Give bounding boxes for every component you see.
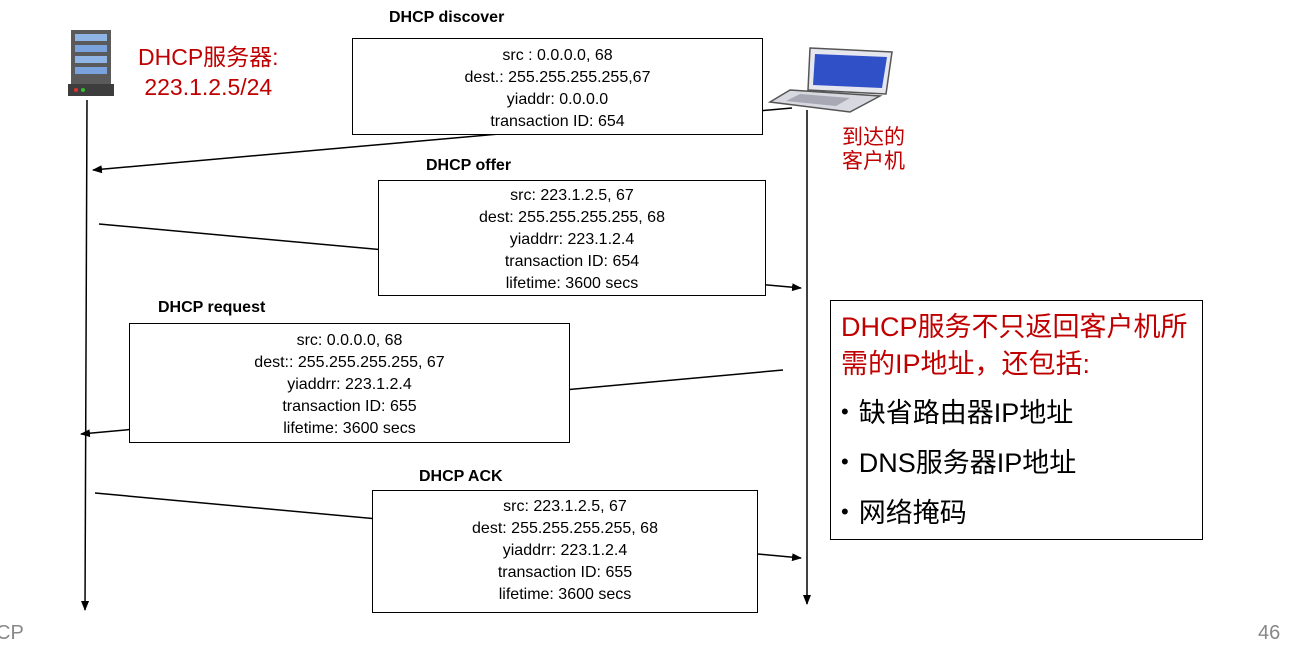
server-icon	[68, 30, 114, 96]
info-title: DHCP服务不只返回客户机所需的IP地址，还包括:	[841, 312, 1188, 379]
server-label-line1: DHCP服务器:	[138, 44, 279, 70]
client-label-line2: 客户机	[842, 150, 905, 173]
client-label: 到达的 客户机	[842, 126, 905, 174]
discover-line: transaction ID: 654	[490, 113, 625, 130]
ack-line: lifetime: 3600 secs	[498, 586, 632, 603]
server-timeline	[81, 99, 90, 611]
server-label: DHCP服务器: 223.1.2.5/24	[138, 42, 279, 102]
offer-line: transaction ID: 654	[504, 253, 640, 270]
discover-box: src : 0.0.0.0, 68 dest.: 255.255.255.255…	[352, 38, 763, 135]
offer-box: src: 223.1.2.5, 67 dest: 255.255.255.255…	[378, 180, 766, 296]
discover-title: DHCP discover	[389, 9, 505, 26]
offer-line: lifetime: 3600 secs	[505, 275, 639, 292]
offer-line: dest: 255.255.255.255, 68	[479, 209, 665, 226]
info-item: 缺省路由器IP地址	[841, 389, 1192, 439]
offer-line: src: 223.1.2.5, 67	[510, 187, 634, 204]
request-line: dest:: 255.255.255.255, 67	[254, 354, 445, 371]
info-list: 缺省路由器IP地址 DNS服务器IP地址 网络掩码	[841, 389, 1192, 539]
request-line: src: 0.0.0.0, 68	[296, 332, 403, 349]
ack-title: DHCP ACK	[419, 468, 503, 485]
ack-box: src: 223.1.2.5, 67 dest: 255.255.255.255…	[372, 490, 758, 613]
server-label-line2: 223.1.2.5/24	[144, 74, 273, 100]
ack-line: dest: 255.255.255.255, 68	[472, 520, 658, 537]
footer-title: CP	[0, 622, 24, 644]
discover-line: yiaddr: 0.0.0.0	[506, 91, 609, 108]
request-line: transaction ID: 655	[282, 398, 417, 415]
info-item: DNS服务器IP地址	[841, 439, 1192, 489]
info-item: 网络掩码	[841, 489, 1192, 539]
discover-line: src : 0.0.0.0, 68	[502, 47, 613, 64]
page-number: 46	[1258, 622, 1281, 644]
request-line: lifetime: 3600 secs	[283, 420, 416, 437]
request-title: DHCP request	[158, 299, 266, 316]
laptop-icon	[767, 47, 893, 113]
request-line: yiaddrr: 223.1.2.4	[287, 376, 412, 393]
ack-line: yiaddrr: 223.1.2.4	[502, 542, 628, 559]
request-box: src: 0.0.0.0, 68 dest:: 255.255.255.255,…	[129, 323, 570, 443]
client-label-line1: 到达的	[842, 126, 905, 149]
discover-line: dest.: 255.255.255.255,67	[464, 69, 651, 86]
ack-line: src: 223.1.2.5, 67	[503, 498, 627, 515]
info-box: DHCP服务不只返回客户机所需的IP地址，还包括: 缺省路由器IP地址 DNS服…	[830, 300, 1203, 540]
offer-line: yiaddrr: 223.1.2.4	[509, 231, 635, 248]
ack-line: transaction ID: 655	[497, 564, 633, 581]
offer-title: DHCP offer	[426, 157, 512, 174]
